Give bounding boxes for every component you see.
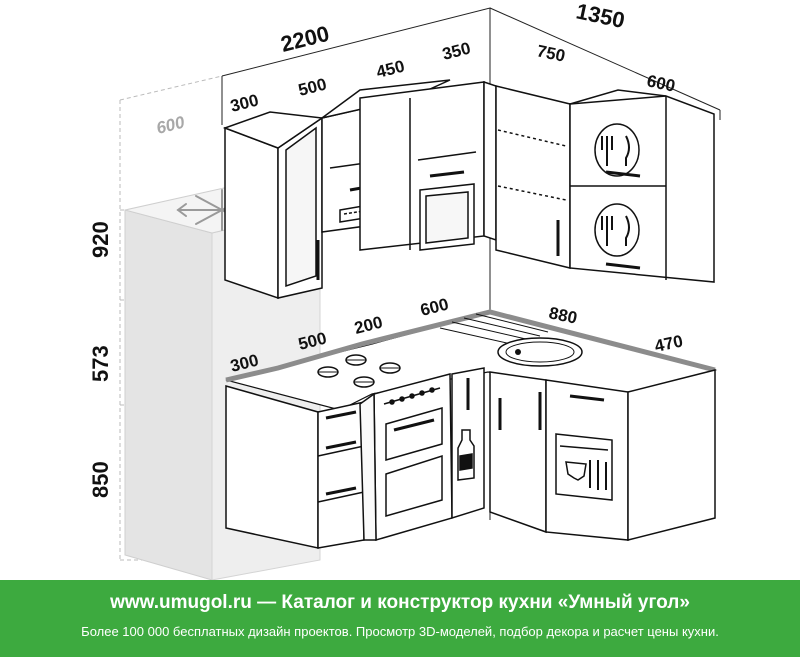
dim-total-width-right: 1350 [574,0,627,33]
cooktop-burners-icon [317,354,401,388]
plate-fork-knife-icon [594,203,640,257]
dishwasher-icon [555,433,613,501]
base-dishwasher [545,369,716,541]
dim-counter-880: 880 [547,303,579,327]
dim-height-mid: 573 [88,345,113,382]
dim-upper-600: 600 [645,71,677,95]
base-cabinet-drawers [225,385,365,549]
base-corner-sink-cabinet [489,371,547,534]
dim-upper-350: 350 [440,39,472,64]
footer-subtitle: Более 100 000 бесплатных дизайн проектов… [81,624,719,639]
dim-fridge-depth: 600 [154,112,187,137]
dim-upper-300: 300 [228,91,260,116]
dim-upper-450: 450 [374,57,406,82]
dim-upper-750: 750 [535,41,567,65]
bottle-icon [457,429,475,481]
upper-cabinet-dish-dryer [569,89,715,283]
upper-cabinet-glass [222,111,325,300]
upper-cabinet-open [495,85,571,269]
dim-counter-200: 200 [352,313,384,338]
footer-banner: www.umugol.ru — Каталог и конструктор ку… [0,580,800,657]
dim-counter-470: 470 [653,331,685,355]
base-stove [359,373,453,541]
kitchen-diagram: 2200 1350 600 300 500 450 350 750 600 92… [88,0,721,580]
dim-total-width-left: 2200 [278,21,332,57]
dim-height-upper: 920 [88,221,113,258]
base-bottle-rack [451,367,485,520]
dim-counter-600: 600 [418,295,450,320]
countertop [225,309,718,411]
upper-cabinet-oven [359,81,485,251]
dim-height-base: 850 [88,461,113,498]
sink-icon [497,337,583,367]
corner-column [483,80,497,242]
dim-upper-500: 500 [296,75,328,100]
plate-fork-knife-icon [594,123,640,177]
footer-title-link[interactable]: www.umugol.ru — Каталог и конструктор ку… [110,592,690,613]
